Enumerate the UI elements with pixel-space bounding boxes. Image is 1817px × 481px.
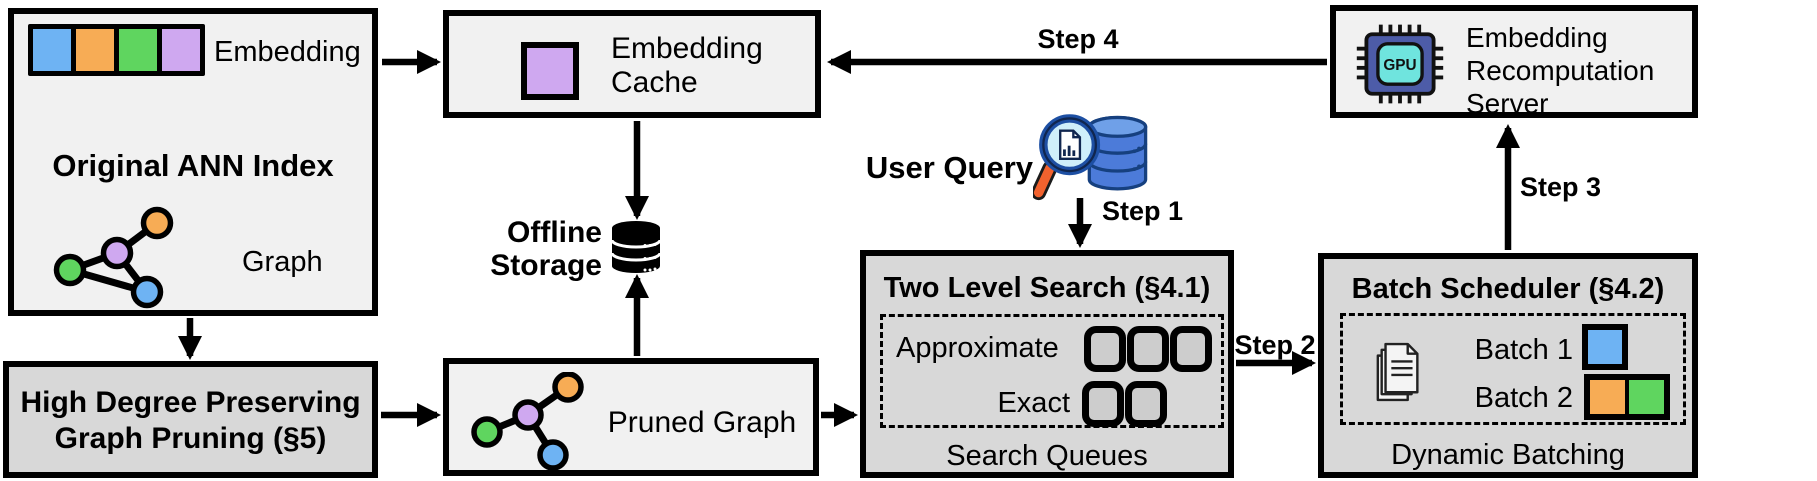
graph-label: Graph	[242, 246, 323, 278]
user-query-label: User Query	[865, 150, 1033, 185]
two-level-search-box: Two Level Search (§4.1) Approximate Exac…	[860, 250, 1234, 478]
graph-node-purple	[512, 399, 544, 431]
step2-label: Step 2	[1234, 330, 1316, 360]
search-queues-dashed-panel: Approximate Exact	[880, 314, 1224, 428]
graph-pruning-box: High Degree Preserving Graph Pruning (§5…	[3, 361, 378, 478]
batch2-embeddings-icon	[1584, 374, 1670, 420]
embedding-cell-blue	[33, 29, 71, 71]
ann-graph-icon	[53, 206, 174, 309]
graph-node-blue	[537, 439, 569, 471]
graph-node-green	[53, 253, 87, 287]
recomputation-server-label: Embedding Recomputation Server	[1466, 22, 1655, 119]
graph-node-blue	[130, 275, 164, 309]
batch2-label: Batch 2	[1474, 382, 1573, 414]
cached-embedding-icon	[521, 42, 579, 100]
batch2-cell-green	[1629, 380, 1664, 414]
ann-index-title: Original ANN Index	[52, 148, 334, 183]
gpu-chip-label: GPU	[1383, 57, 1416, 74]
graph-pruning-label: High Degree Preserving Graph Pruning (§5…	[20, 386, 361, 455]
queue-slot	[1170, 326, 1212, 372]
embedding-cache-label: Embedding Cache	[611, 32, 763, 99]
search-queues-caption: Search Queues	[946, 440, 1148, 472]
pruned-graph-icon	[471, 372, 584, 471]
exact-queue-slots	[1082, 381, 1167, 427]
embedding-cell-purple	[162, 29, 200, 71]
step1-label: Step 1	[1102, 196, 1184, 226]
two-level-search-title: Two Level Search (§4.1)	[883, 272, 1211, 304]
recomputation-server-box: GPU Embedding Recomputation Server	[1330, 5, 1698, 119]
pruned-graph-label: Pruned Graph	[607, 406, 797, 439]
graph-node-orange	[140, 206, 174, 240]
queue-slot	[1082, 381, 1124, 427]
graph-node-green	[471, 416, 503, 448]
embedding-label: Embedding	[214, 36, 361, 68]
graph-node-orange	[552, 372, 584, 403]
embedding-cache-box: Embedding Cache	[443, 10, 821, 118]
documents-icon	[1376, 342, 1419, 402]
graph-node-purple	[100, 236, 134, 270]
queue-slot	[1084, 326, 1126, 372]
queue-slot	[1125, 381, 1167, 427]
embedding-cell-green	[119, 29, 157, 71]
queue-slot	[1127, 326, 1169, 372]
batch-scheduler-title: Batch Scheduler (§4.2)	[1351, 273, 1665, 305]
pruned-graph-box: Pruned Graph	[443, 358, 819, 476]
embedding-vector-icon	[28, 24, 205, 76]
embedding-cell-orange	[76, 29, 114, 71]
batch1-embedding-icon	[1582, 324, 1628, 370]
approximate-label: Approximate	[896, 332, 1059, 364]
dynamic-batching-caption: Dynamic Batching	[1391, 439, 1625, 471]
offline-storage-label: Offline Storage	[490, 216, 602, 282]
gpu-chip-icon: GPU	[1356, 24, 1444, 104]
original-ann-index-box: Embedding Original ANN Index Graph	[8, 8, 378, 316]
approximate-queue-slots	[1084, 326, 1212, 372]
query-search-database-icon	[1033, 114, 1148, 201]
exact-label: Exact	[997, 387, 1070, 419]
batch2-cell-orange	[1590, 380, 1625, 414]
batch1-label: Batch 1	[1474, 334, 1573, 366]
database-icon	[610, 221, 662, 273]
step3-label: Step 3	[1520, 172, 1602, 202]
dynamic-batching-dashed-panel: Batch 1 Batch 2	[1340, 313, 1686, 425]
batch-scheduler-box: Batch Scheduler (§4.2) Batch 1 Batch 2	[1318, 253, 1698, 478]
step4-label: Step 4	[1037, 24, 1119, 54]
